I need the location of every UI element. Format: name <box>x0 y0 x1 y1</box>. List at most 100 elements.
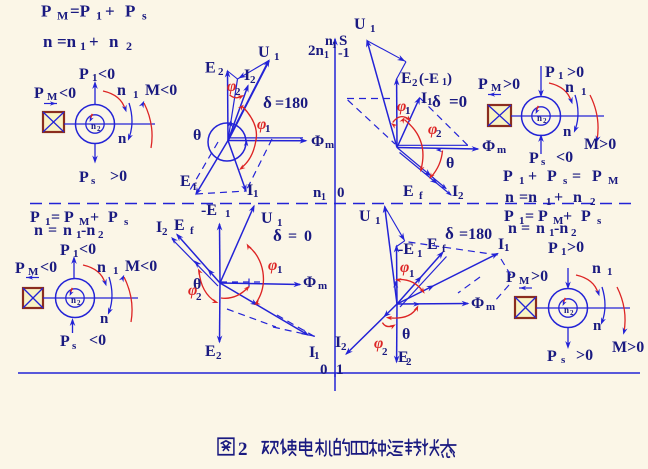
svg-text:s: s <box>541 156 546 168</box>
svg-text:1: 1 <box>225 208 231 220</box>
svg-text:n: n <box>573 189 582 206</box>
svg-text:2: 2 <box>250 74 256 86</box>
svg-text:2: 2 <box>543 117 547 125</box>
svg-text:φ: φ <box>428 121 437 138</box>
svg-text:-1: -1 <box>338 46 350 61</box>
svg-text:θ: θ <box>193 276 201 293</box>
svg-text:n: n <box>118 131 127 147</box>
svg-text:M: M <box>519 275 530 287</box>
svg-text:θ: θ <box>402 326 410 343</box>
svg-text:2: 2 <box>162 226 168 238</box>
svg-text:n: n <box>97 259 106 276</box>
svg-text:2: 2 <box>218 66 224 78</box>
svg-text:I: I <box>244 67 250 84</box>
svg-text:P: P <box>125 2 135 21</box>
svg-text:n: n <box>536 220 545 237</box>
svg-text:s: s <box>91 175 96 187</box>
svg-text:f: f <box>190 225 194 237</box>
svg-text:P: P <box>478 76 488 93</box>
svg-text:>0: >0 <box>531 268 548 285</box>
svg-text:n: n <box>109 32 119 51</box>
svg-text:2: 2 <box>382 346 388 358</box>
svg-text:+: + <box>89 32 99 51</box>
svg-text:2: 2 <box>590 196 596 208</box>
svg-text:M: M <box>57 9 68 23</box>
svg-text:1: 1 <box>76 229 82 241</box>
svg-text:I: I <box>309 344 315 361</box>
svg-text:<0: <0 <box>98 66 115 83</box>
svg-text:P: P <box>529 150 539 167</box>
svg-text:P: P <box>34 85 44 102</box>
svg-text:M<0: M<0 <box>125 258 157 275</box>
svg-text:<0: <0 <box>89 332 106 349</box>
svg-text:1: 1 <box>314 350 320 362</box>
svg-text:>0: >0 <box>567 239 584 256</box>
svg-text:P: P <box>60 242 70 259</box>
svg-text:=: = <box>572 168 581 185</box>
svg-text:M: M <box>553 215 564 227</box>
svg-text:P: P <box>60 333 70 350</box>
svg-text:φ: φ <box>400 259 409 276</box>
svg-text:n: n <box>592 260 601 277</box>
svg-text:+: + <box>90 209 99 226</box>
svg-text:φ: φ <box>188 282 197 299</box>
svg-text:2: 2 <box>77 299 81 307</box>
svg-text:=180: =180 <box>275 95 308 112</box>
svg-text:I: I <box>156 219 162 236</box>
svg-text:>0: >0 <box>567 64 584 81</box>
svg-text:-n: -n <box>81 222 95 239</box>
svg-text:f: f <box>442 243 446 255</box>
svg-text:φ: φ <box>374 335 383 352</box>
svg-text:2: 2 <box>235 86 241 98</box>
svg-text:m: m <box>318 280 327 292</box>
svg-text:P: P <box>108 209 118 226</box>
svg-text:2: 2 <box>341 341 347 353</box>
svg-text:n: n <box>71 295 76 305</box>
svg-text:1: 1 <box>558 70 564 82</box>
svg-text:=: = <box>51 209 60 226</box>
svg-text:1: 1 <box>375 215 381 227</box>
svg-text:1: 1 <box>92 72 98 84</box>
svg-text:n: n <box>91 121 96 131</box>
svg-text:P: P <box>548 240 558 257</box>
svg-text:>0: >0 <box>576 347 593 364</box>
svg-text:P: P <box>581 208 591 225</box>
svg-text:=n: =n <box>57 32 77 51</box>
svg-text:s: s <box>124 216 129 228</box>
svg-text:δ: δ <box>432 92 441 111</box>
svg-text:δ: δ <box>445 224 454 243</box>
svg-text:=n: =n <box>519 189 537 206</box>
svg-text:2: 2 <box>238 439 248 460</box>
svg-text:2: 2 <box>571 227 577 239</box>
svg-text:E: E <box>180 173 191 190</box>
svg-text:2: 2 <box>412 77 418 89</box>
svg-text:n: n <box>117 82 126 99</box>
svg-text:M>0: M>0 <box>584 136 616 153</box>
svg-text:I: I <box>452 183 458 200</box>
svg-text:1: 1 <box>73 248 79 260</box>
svg-text:2: 2 <box>216 350 222 362</box>
svg-text:1: 1 <box>96 9 102 23</box>
svg-text:<0: <0 <box>40 259 57 276</box>
svg-text:P: P <box>15 260 25 277</box>
svg-text:2: 2 <box>196 291 202 303</box>
svg-text:1: 1 <box>409 268 415 280</box>
svg-text:s: s <box>563 175 568 187</box>
svg-text:+: + <box>563 208 572 225</box>
svg-text:n: n <box>565 79 574 96</box>
svg-text:θ: θ <box>193 127 201 144</box>
svg-text:P: P <box>79 66 89 83</box>
svg-text:θ: θ <box>446 155 454 172</box>
svg-text:1: 1 <box>321 192 326 203</box>
svg-text:Φ: Φ <box>471 295 484 312</box>
svg-text:+: + <box>554 189 563 206</box>
svg-text:n: n <box>593 318 602 334</box>
svg-text:P: P <box>538 208 548 225</box>
svg-text:): ) <box>447 71 452 87</box>
svg-text:2: 2 <box>570 309 574 317</box>
svg-text:n: n <box>43 32 53 51</box>
svg-text:M>0: M>0 <box>612 339 644 356</box>
svg-text:s: s <box>597 215 602 227</box>
svg-text:<0: <0 <box>59 85 76 102</box>
svg-text:1: 1 <box>607 266 613 278</box>
